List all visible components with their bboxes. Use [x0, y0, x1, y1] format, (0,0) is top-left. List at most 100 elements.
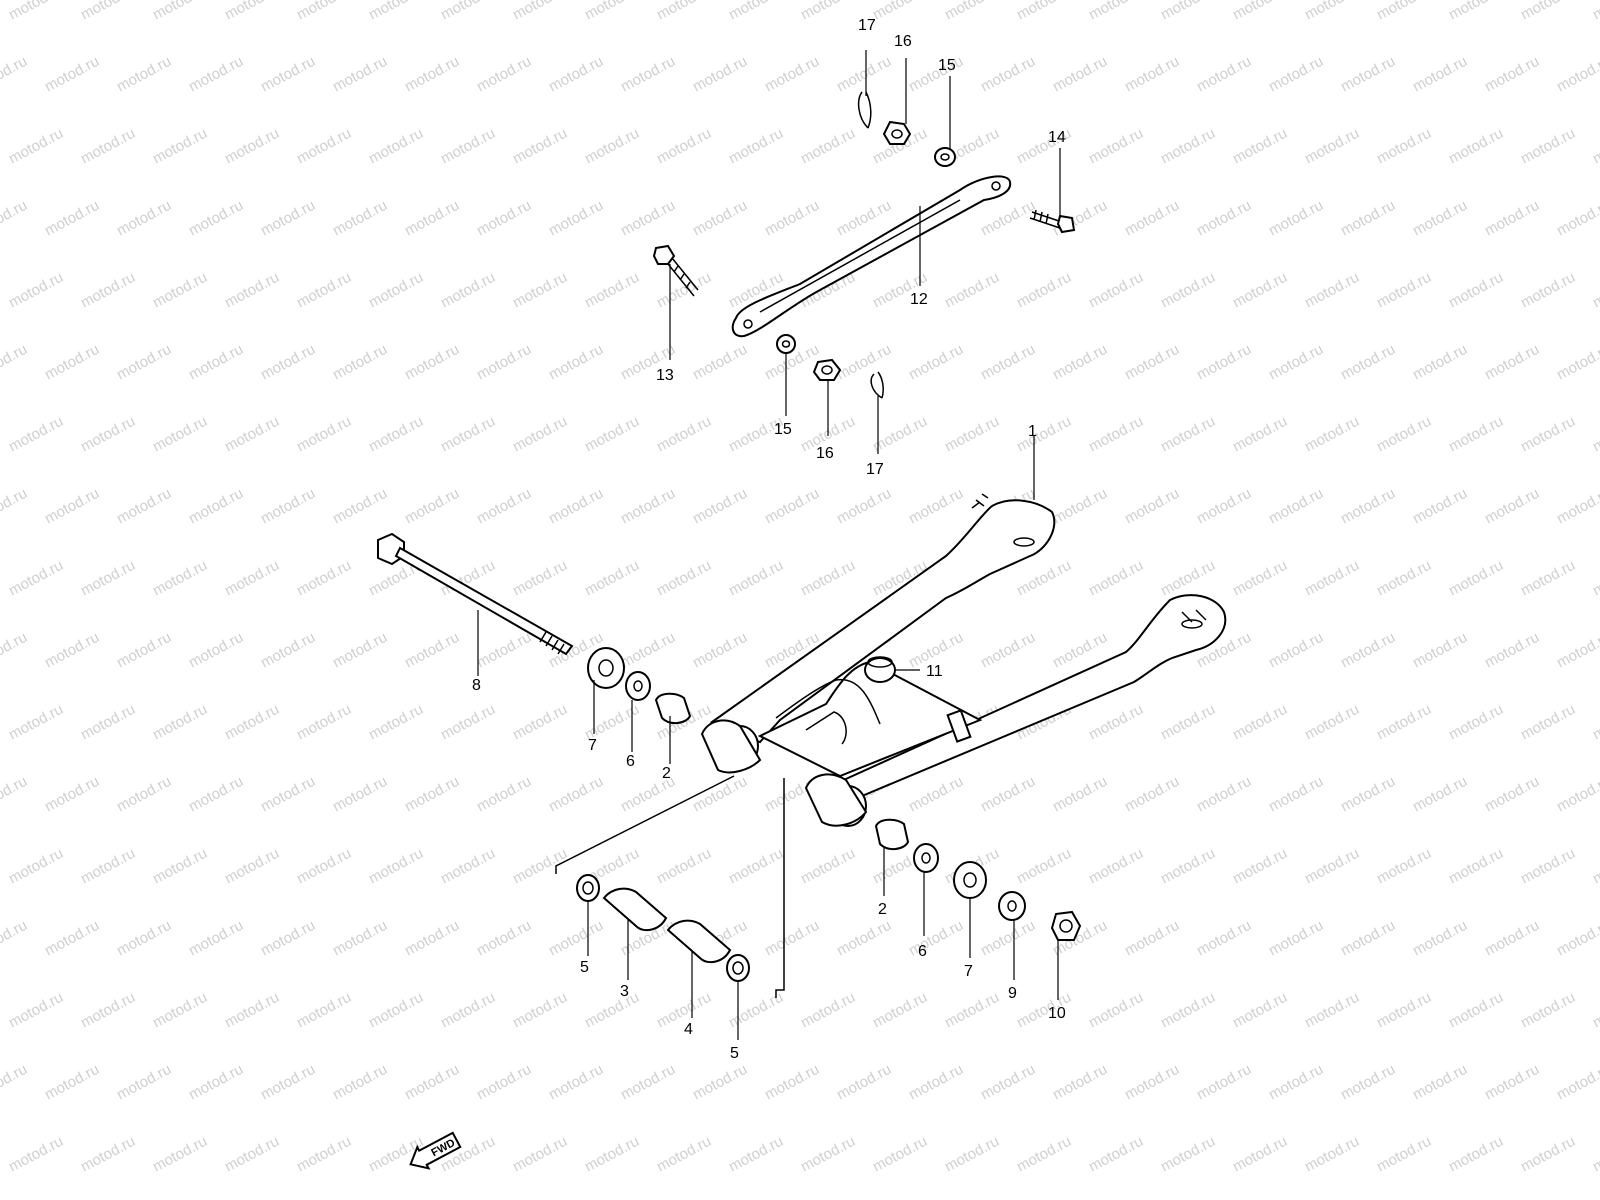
- watermark-text: motod.ru: [618, 197, 678, 240]
- callout-16-lower: 16: [816, 445, 834, 462]
- watermark-text: motod.ru: [546, 341, 606, 384]
- watermark-text: motod.ru: [762, 917, 822, 960]
- watermark-text: motod.ru: [1302, 413, 1362, 456]
- watermark-text: motod.ru: [78, 845, 138, 888]
- watermark-text: motod.ru: [1266, 485, 1326, 528]
- watermark-text: motod.ru: [1122, 917, 1182, 960]
- watermark-text: motod.ru: [1446, 269, 1506, 312]
- watermark-text: motod.ru: [366, 269, 426, 312]
- watermark-text: motod.ru: [690, 629, 750, 672]
- sleeve-short: [602, 887, 668, 932]
- watermark-text: motod.ru: [0, 485, 30, 528]
- spacer-cap-left: [587, 647, 625, 689]
- watermark-text: motod.ru: [150, 701, 210, 744]
- callout-7-left: 7: [588, 737, 597, 754]
- callout-3: 3: [620, 983, 629, 1000]
- watermark-text: motod.ru: [1374, 557, 1434, 600]
- direction-arrow-icon: [409, 1131, 462, 1170]
- watermark-text: motod.ru: [654, 845, 714, 888]
- watermark-text: motod.ru: [0, 197, 30, 240]
- watermark-text: motod.ru: [1302, 845, 1362, 888]
- watermark-text: motod.ru: [1266, 53, 1326, 96]
- watermark-text: motod.ru: [42, 1061, 102, 1104]
- watermark-text: motod.ru: [1230, 413, 1290, 456]
- sleeve-long: [666, 919, 732, 964]
- watermark-text: motod.ru: [546, 485, 606, 528]
- watermark-text: motod.ru: [438, 989, 498, 1032]
- watermark-text: motod.ru: [42, 485, 102, 528]
- watermark-text: motod.ru: [762, 485, 822, 528]
- watermark-text: motod.ru: [1338, 629, 1398, 672]
- watermark-text: motod.ru: [726, 989, 786, 1032]
- watermark-text: motod.ru: [906, 341, 966, 384]
- watermark-text: motod.ru: [1158, 0, 1218, 24]
- watermark-text: motod.ru: [906, 773, 966, 816]
- bolt-left: [652, 244, 699, 297]
- swingarm: [700, 493, 1227, 827]
- assembly-lines: [555, 775, 785, 998]
- watermark-text: motod.ru: [6, 0, 66, 24]
- callout-8: 8: [472, 677, 481, 694]
- watermark-text: motod.ru: [1374, 701, 1434, 744]
- watermark-text: motod.ru: [1338, 1061, 1398, 1104]
- watermark-text: motod.ru: [186, 629, 246, 672]
- watermark-text: motod.ru: [1158, 1133, 1218, 1176]
- watermark-text: motod.ru: [906, 917, 966, 960]
- watermark-text: motod.ru: [690, 485, 750, 528]
- callout-17-lower: 17: [866, 461, 884, 478]
- callout-2-left: 2: [662, 765, 671, 782]
- watermark-text: motod.ru: [1446, 701, 1506, 744]
- watermark-text: motod.ru: [474, 629, 534, 672]
- washer-left: [625, 671, 651, 701]
- washer-lower: [776, 334, 796, 354]
- watermark-text: motod.ru: [1122, 1061, 1182, 1104]
- callout-7-right: 7: [964, 963, 973, 980]
- watermark-text: motod.ru: [582, 1133, 642, 1176]
- watermark-text: motod.ru: [258, 341, 318, 384]
- watermark-text: motod.ru: [294, 845, 354, 888]
- watermark-text: motod.ru: [330, 53, 390, 96]
- watermark-text: motod.ru: [1158, 845, 1218, 888]
- watermark-text: motod.ru: [1482, 53, 1542, 96]
- bush-right: [874, 818, 910, 850]
- watermark-text: motod.ru: [1014, 557, 1074, 600]
- watermark-text: motod.ru: [186, 917, 246, 960]
- watermark-text: motod.ru: [330, 773, 390, 816]
- watermark-text: motod.ru: [150, 845, 210, 888]
- watermark-text: motod.ru: [258, 773, 318, 816]
- watermark-text: motod.ru: [1518, 557, 1578, 600]
- watermark-text: motod.ru: [1302, 989, 1362, 1032]
- watermark-text: motod.ru: [1590, 269, 1600, 312]
- watermark-text: motod.ru: [294, 701, 354, 744]
- watermark-text: motod.ru: [402, 197, 462, 240]
- watermark-text: motod.ru: [1194, 773, 1254, 816]
- watermark-text: motod.ru: [330, 629, 390, 672]
- pivot-nut: [1050, 910, 1082, 941]
- watermark-text: motod.ru: [1410, 917, 1470, 960]
- nut-top: [882, 120, 912, 145]
- torque-rod: [731, 175, 1012, 338]
- watermark-text: motod.ru: [1122, 485, 1182, 528]
- watermark-text: motod.ru: [474, 917, 534, 960]
- watermark-text: motod.ru: [186, 1061, 246, 1104]
- watermark-text: motod.ru: [978, 773, 1038, 816]
- watermark-text: motod.ru: [1590, 413, 1600, 456]
- washer-top: [934, 147, 956, 167]
- watermark-text: motod.ru: [1410, 773, 1470, 816]
- watermark-text: motod.ru: [222, 0, 282, 24]
- watermark-text: motod.ru: [546, 773, 606, 816]
- watermark-text: motod.ru: [1230, 557, 1290, 600]
- watermark-text: motod.ru: [582, 557, 642, 600]
- watermark-text: motod.ru: [366, 701, 426, 744]
- watermark-text: motod.ru: [1446, 125, 1506, 168]
- watermark-text: motod.ru: [366, 845, 426, 888]
- watermark-text: motod.ru: [1158, 557, 1218, 600]
- watermark-text: motod.ru: [1122, 341, 1182, 384]
- watermark-text: motod.ru: [258, 485, 318, 528]
- watermark-text: motod.ru: [1518, 845, 1578, 888]
- watermark-text: motod.ru: [1266, 773, 1326, 816]
- watermark-text: motod.ru: [222, 413, 282, 456]
- watermark-text: motod.ru: [1266, 917, 1326, 960]
- watermark-text: motod.ru: [834, 53, 894, 96]
- watermark-text: motod.ru: [438, 413, 498, 456]
